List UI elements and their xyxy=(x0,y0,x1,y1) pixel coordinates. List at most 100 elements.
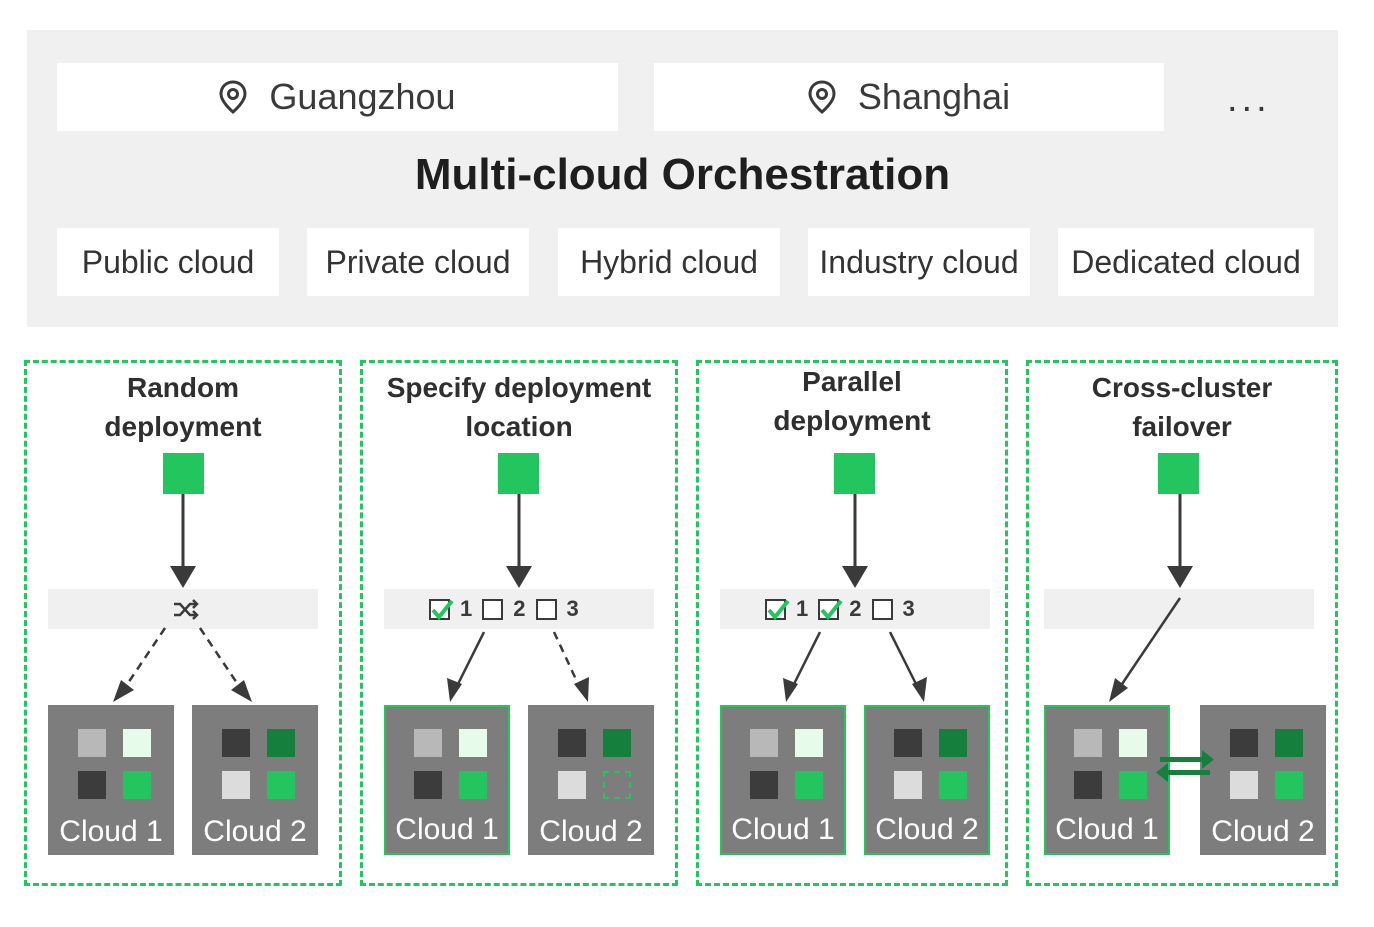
container-block xyxy=(414,771,442,799)
scheduler-strip xyxy=(1044,589,1314,629)
cloud-label: Cloud 1 xyxy=(395,813,499,846)
cloud-node: Cloud 1 xyxy=(384,705,510,855)
region-label: Guangzhou xyxy=(269,76,456,117)
workload-block xyxy=(123,771,151,799)
workload-block xyxy=(459,771,487,799)
cloud-label: Cloud 1 xyxy=(1055,813,1159,846)
mode-specify-location xyxy=(360,360,678,886)
container-block xyxy=(795,729,823,757)
option-3[interactable]: 3 xyxy=(871,596,915,622)
container-block xyxy=(1074,771,1102,799)
checkbox-unchecked[interactable] xyxy=(482,598,504,620)
container-block xyxy=(78,771,106,799)
workload-block xyxy=(939,771,967,799)
checkbox-checked[interactable] xyxy=(429,598,454,620)
container-block xyxy=(750,771,778,799)
checkbox-unchecked[interactable] xyxy=(535,598,557,620)
option-1[interactable]: 1 xyxy=(765,596,808,622)
workload-block xyxy=(1119,771,1147,799)
container-block xyxy=(1074,729,1102,757)
workload-block xyxy=(267,771,295,799)
arrowhead xyxy=(231,680,252,702)
region-guangzhou[interactable]: Guangzhou xyxy=(57,63,618,131)
option-2[interactable]: 2 xyxy=(818,596,862,622)
container-block xyxy=(1275,729,1303,757)
mode-cross-cluster-failover xyxy=(1026,360,1338,886)
workload-icon xyxy=(834,453,875,494)
arrowhead xyxy=(912,677,927,702)
option-1[interactable]: 1 xyxy=(429,596,472,622)
container-block xyxy=(123,729,151,757)
workload-icon xyxy=(498,453,539,494)
orchestration-panel: Guangzhou Shanghai ... Multi-cloud Orche… xyxy=(27,30,1338,327)
cloud-label: Cloud 1 xyxy=(731,813,835,846)
solid-arrow xyxy=(1116,597,1182,691)
cloud-label: Cloud 2 xyxy=(203,815,307,848)
cloud-type-public: Public cloud xyxy=(57,228,279,296)
container-block xyxy=(267,729,295,757)
cloud-type-industry: Industry cloud xyxy=(808,228,1030,296)
cloud-label: Cloud 2 xyxy=(875,813,979,846)
workload-block xyxy=(795,771,823,799)
checkbox-checked[interactable] xyxy=(765,598,790,620)
container-block xyxy=(222,729,250,757)
option-2[interactable]: 2 xyxy=(482,596,526,622)
mode-parallel-deployment xyxy=(696,360,1008,886)
mode-title: Parallel deployment xyxy=(773,366,931,436)
cloud-node: Cloud 1 xyxy=(48,705,174,855)
down-arrowhead xyxy=(506,566,532,588)
workload-block xyxy=(1275,771,1303,799)
cloud-node: Cloud 2 xyxy=(528,705,654,855)
container-block xyxy=(939,729,967,757)
down-arrowhead xyxy=(170,566,196,588)
checkbox-checked[interactable] xyxy=(818,598,843,620)
down-arrowhead xyxy=(1167,566,1193,588)
container-block xyxy=(750,729,778,757)
solid-arrow xyxy=(454,631,486,689)
solid-arrow xyxy=(790,631,822,689)
arrowhead xyxy=(113,680,134,702)
workload-icon xyxy=(1158,453,1199,494)
mode-title: Random deployment xyxy=(104,372,262,442)
cloud-node: Cloud 2 xyxy=(192,705,318,855)
checkmark-icon xyxy=(431,599,454,620)
container-block xyxy=(1230,771,1258,799)
more-regions[interactable]: ... xyxy=(1227,78,1271,120)
empty-slot xyxy=(603,771,631,799)
container-block xyxy=(1119,729,1147,757)
option-3[interactable]: 3 xyxy=(535,596,579,622)
container-block xyxy=(78,729,106,757)
failover-swap-icon xyxy=(1156,750,1214,782)
cloud-node: Cloud 1 xyxy=(1044,705,1170,855)
container-block xyxy=(558,729,586,757)
region-label: Shanghai xyxy=(857,76,1011,117)
location-options: 1 2 3 xyxy=(429,589,589,629)
orchestration-title: Multi-cloud Orchestration xyxy=(414,150,951,199)
solid-arrow xyxy=(888,631,920,689)
dashed-arrow xyxy=(552,631,582,689)
workload-icon xyxy=(163,453,204,494)
cloud-node: Cloud 1 xyxy=(720,705,846,855)
container-block xyxy=(894,729,922,757)
arrowhead xyxy=(447,678,462,702)
mode-title: Cross-cluster failover xyxy=(1091,372,1273,442)
mode-random-deployment xyxy=(24,360,342,886)
arrowhead xyxy=(574,677,589,702)
shuffle-icon xyxy=(174,599,199,620)
cloud-label: Cloud 2 xyxy=(539,815,643,848)
location-pin-icon xyxy=(219,80,247,114)
arrowhead xyxy=(1109,678,1128,702)
arrowhead xyxy=(783,678,798,702)
mode-title: Specify deployment location xyxy=(386,372,652,442)
container-block xyxy=(414,729,442,757)
location-pin-icon xyxy=(808,80,836,114)
cloud-label: Cloud 2 xyxy=(1211,815,1315,848)
container-block xyxy=(603,729,631,757)
checkbox-unchecked[interactable] xyxy=(871,598,893,620)
cloud-label: Cloud 1 xyxy=(59,815,163,848)
container-block xyxy=(222,771,250,799)
cloud-type-dedicated: Dedicated cloud xyxy=(1058,228,1314,296)
region-shanghai[interactable]: Shanghai xyxy=(654,63,1164,131)
cloud-type-hybrid: Hybrid cloud xyxy=(558,228,780,296)
